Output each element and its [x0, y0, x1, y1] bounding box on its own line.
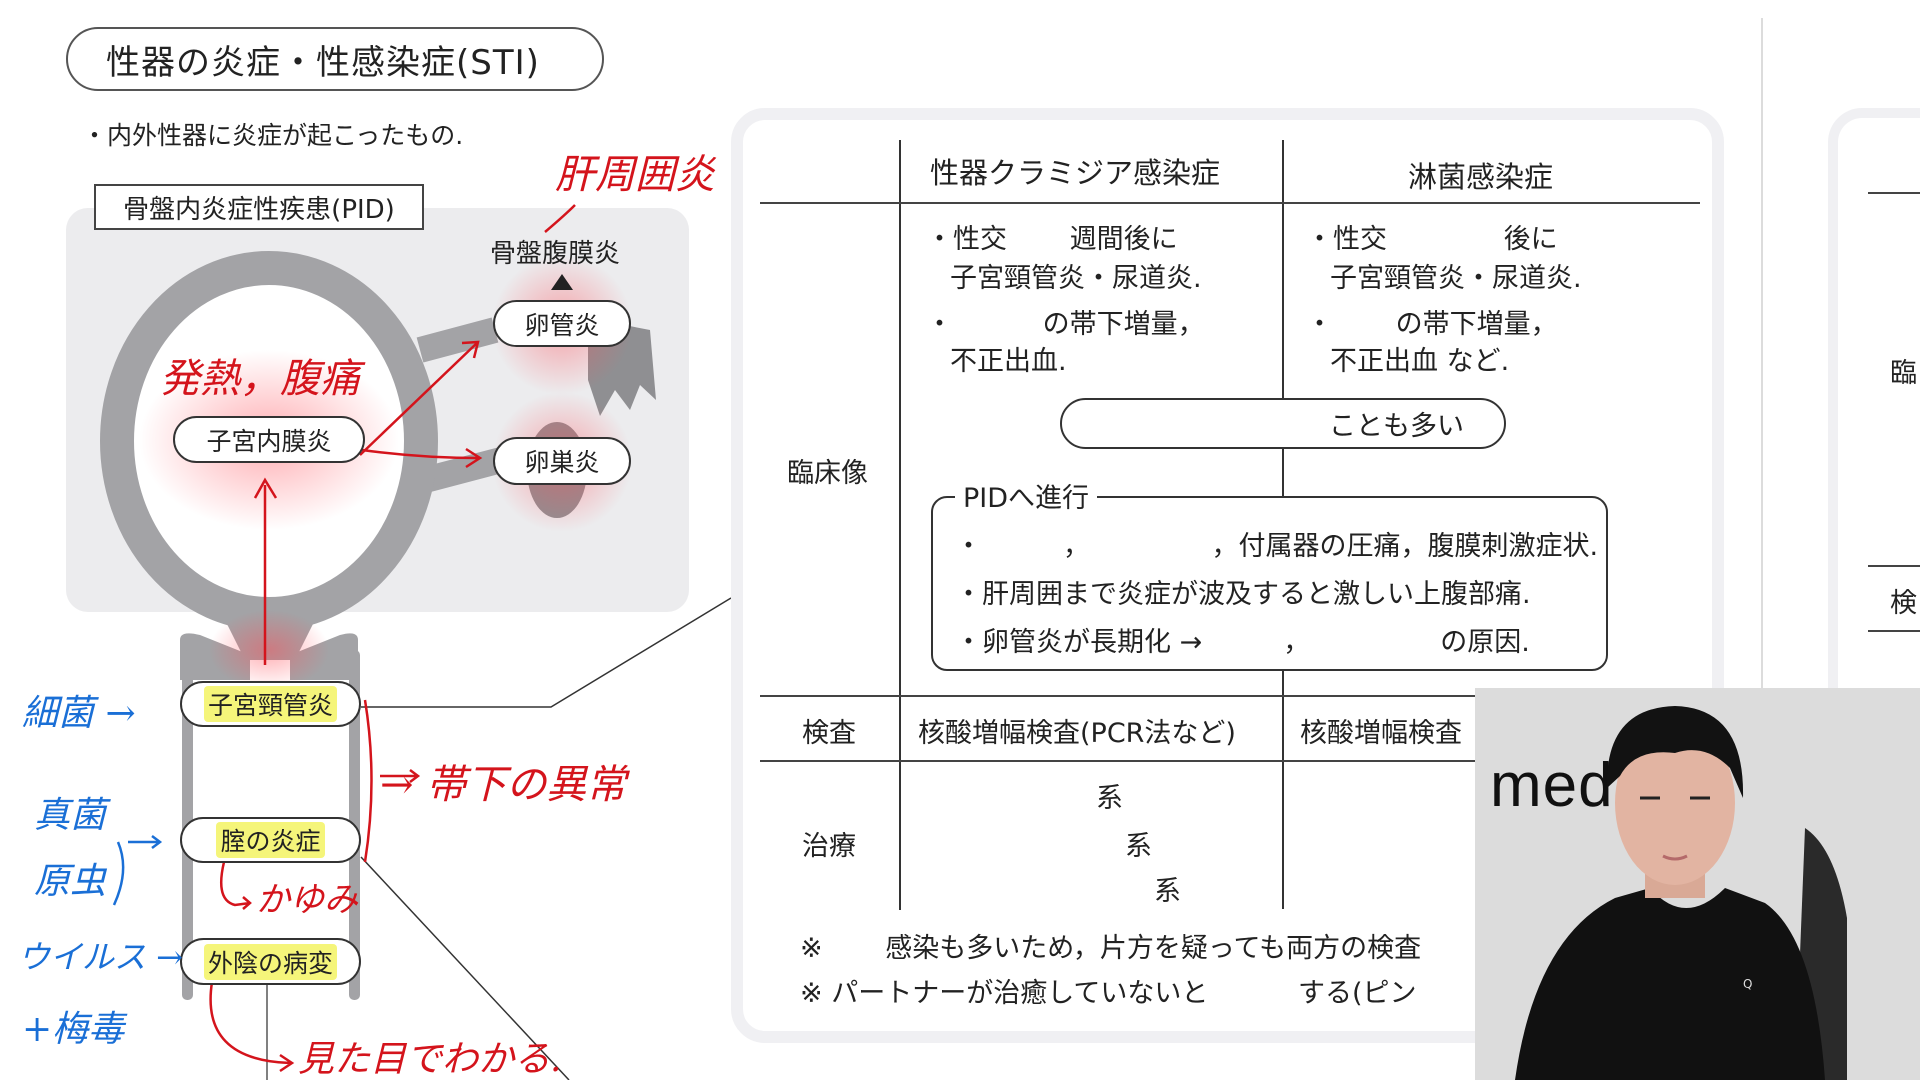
sti-comparison-card — [731, 108, 1724, 1043]
table-rule — [760, 202, 1700, 204]
table-rule — [1868, 565, 1920, 567]
next-card-row-exam: 検 — [1890, 588, 1917, 619]
pid-progress-legend: PIDへ進行 — [955, 476, 1098, 515]
annotation-discharge: → 帯下の異常 — [380, 762, 627, 808]
presenter-webcam: med Q — [1475, 688, 1920, 1080]
annotation-protozoa: 原虫 — [34, 861, 107, 902]
annotation-syphilis: +梅毒 — [22, 1009, 125, 1050]
next-card-row-clinical: 臨 — [1890, 358, 1917, 389]
vulvar-lesion-pill: 外陰の病変 — [180, 938, 361, 985]
webcam-backdrop-text: med — [1490, 751, 1614, 820]
shirt-logo: Q — [1743, 977, 1752, 991]
definition-bullet: ・内外性器に炎症が起こったもの. — [82, 121, 464, 150]
chlamydia-clinical-line: ・ の帯下増量， — [926, 309, 1205, 340]
annotation-itch: かゆみ — [256, 880, 358, 920]
blue-annotation-arrows — [112, 835, 163, 906]
table-rule — [760, 760, 1700, 762]
table-rule — [1868, 192, 1920, 194]
table-note: ※ 感染も多いため，片方を疑っても両方の検査 — [800, 933, 1422, 964]
oophoritis-pill: 卵巣炎 — [493, 437, 631, 485]
pid-label: 骨盤内炎症性疾患(PID) — [94, 184, 424, 230]
gonorrhea-clinical-line: ・性交 後に — [1306, 224, 1558, 255]
connector-line — [361, 597, 732, 708]
exam-chlamydia: 核酸増幅検査(PCR法など) — [918, 718, 1236, 749]
gonorrhea-clinical-line: 子宮頸管炎・尿道炎. — [1330, 263, 1582, 294]
pid-progress-line: ・卵管炎が長期化 → ， の原因. — [955, 627, 1530, 658]
next-card — [1828, 108, 1920, 1080]
table-divider — [1282, 671, 1284, 909]
gonorrhea-clinical-line: ・ の帯下増量， — [1306, 309, 1558, 340]
table-divider — [1282, 449, 1284, 496]
endometritis-pill: 子宮内膜炎 — [173, 416, 365, 463]
annotation-perihepatitis: 肝周囲炎 — [555, 152, 715, 198]
vulvar-lesion-label: 外陰の病変 — [203, 943, 337, 980]
connector-line — [360, 856, 570, 1080]
shared-note-text: ことも多い — [1329, 411, 1464, 442]
treatment-item: 系 — [1154, 876, 1181, 907]
table-divider — [899, 140, 901, 910]
row-label-clinical: 臨床像 — [787, 458, 868, 489]
table-rule — [1868, 630, 1920, 632]
treatment-item: 系 — [1125, 831, 1152, 862]
annotation-virus: ウイルス → — [18, 938, 183, 976]
annotation-fungi: 真菌 — [34, 795, 107, 836]
header-gonorrhea: 淋菌感染症 — [1408, 160, 1554, 194]
table-divider — [1282, 140, 1284, 406]
shared-note-pill: ことも多い — [1060, 398, 1506, 449]
cervicitis-label: 子宮頸管炎 — [203, 686, 337, 722]
annotation-fever-pain: 発熱，腹痛 — [160, 356, 360, 402]
chlamydia-clinical-line: 子宮頸管炎・尿道炎. — [950, 263, 1202, 294]
vaginitis-pill: 腟の炎症 — [180, 817, 361, 863]
annotation-visible: 見た目でわかる. — [298, 1039, 562, 1080]
table-note: ※ パートナーが治癒していないと する(ピン — [800, 978, 1417, 1009]
slide-divider — [1761, 18, 1763, 1080]
annotation-bacteria: 細菌 → — [22, 693, 136, 734]
pid-progress-box — [931, 496, 1608, 671]
chlamydia-clinical-line: 不正出血. — [950, 346, 1067, 377]
pid-progress-line: ・ ， ，付属器の圧痛，腹膜刺激症状. — [955, 531, 1599, 562]
treatment-item: 系 — [1096, 783, 1123, 814]
up-triangle-icon — [551, 274, 573, 290]
pid-progress-line: ・肝周囲まで炎症が波及すると激しい上腹部痛. — [955, 579, 1531, 610]
slide-title: 性器の炎症・性感染症(STI) — [66, 27, 604, 91]
row-label-exam: 検査 — [802, 718, 856, 749]
cervicitis-pill: 子宮頸管炎 — [180, 681, 361, 727]
table-rule — [760, 695, 1700, 697]
vaginitis-label: 腟の炎症 — [216, 822, 325, 858]
pelvic-peritonitis-label: 骨盤腹膜炎 — [490, 239, 621, 269]
chlamydia-clinical-line: ・性交 週間後に — [926, 224, 1178, 255]
presenter-figure: Q — [1515, 706, 1847, 1080]
salpingitis-pill: 卵管炎 — [493, 300, 631, 347]
exam-gonorrhea: 核酸増幅検査 — [1300, 718, 1462, 749]
header-chlamydia: 性器クラミジア感染症 — [930, 156, 1221, 190]
gonorrhea-clinical-line: 不正出血 など. — [1330, 346, 1510, 377]
row-label-treatment: 治療 — [802, 831, 856, 862]
